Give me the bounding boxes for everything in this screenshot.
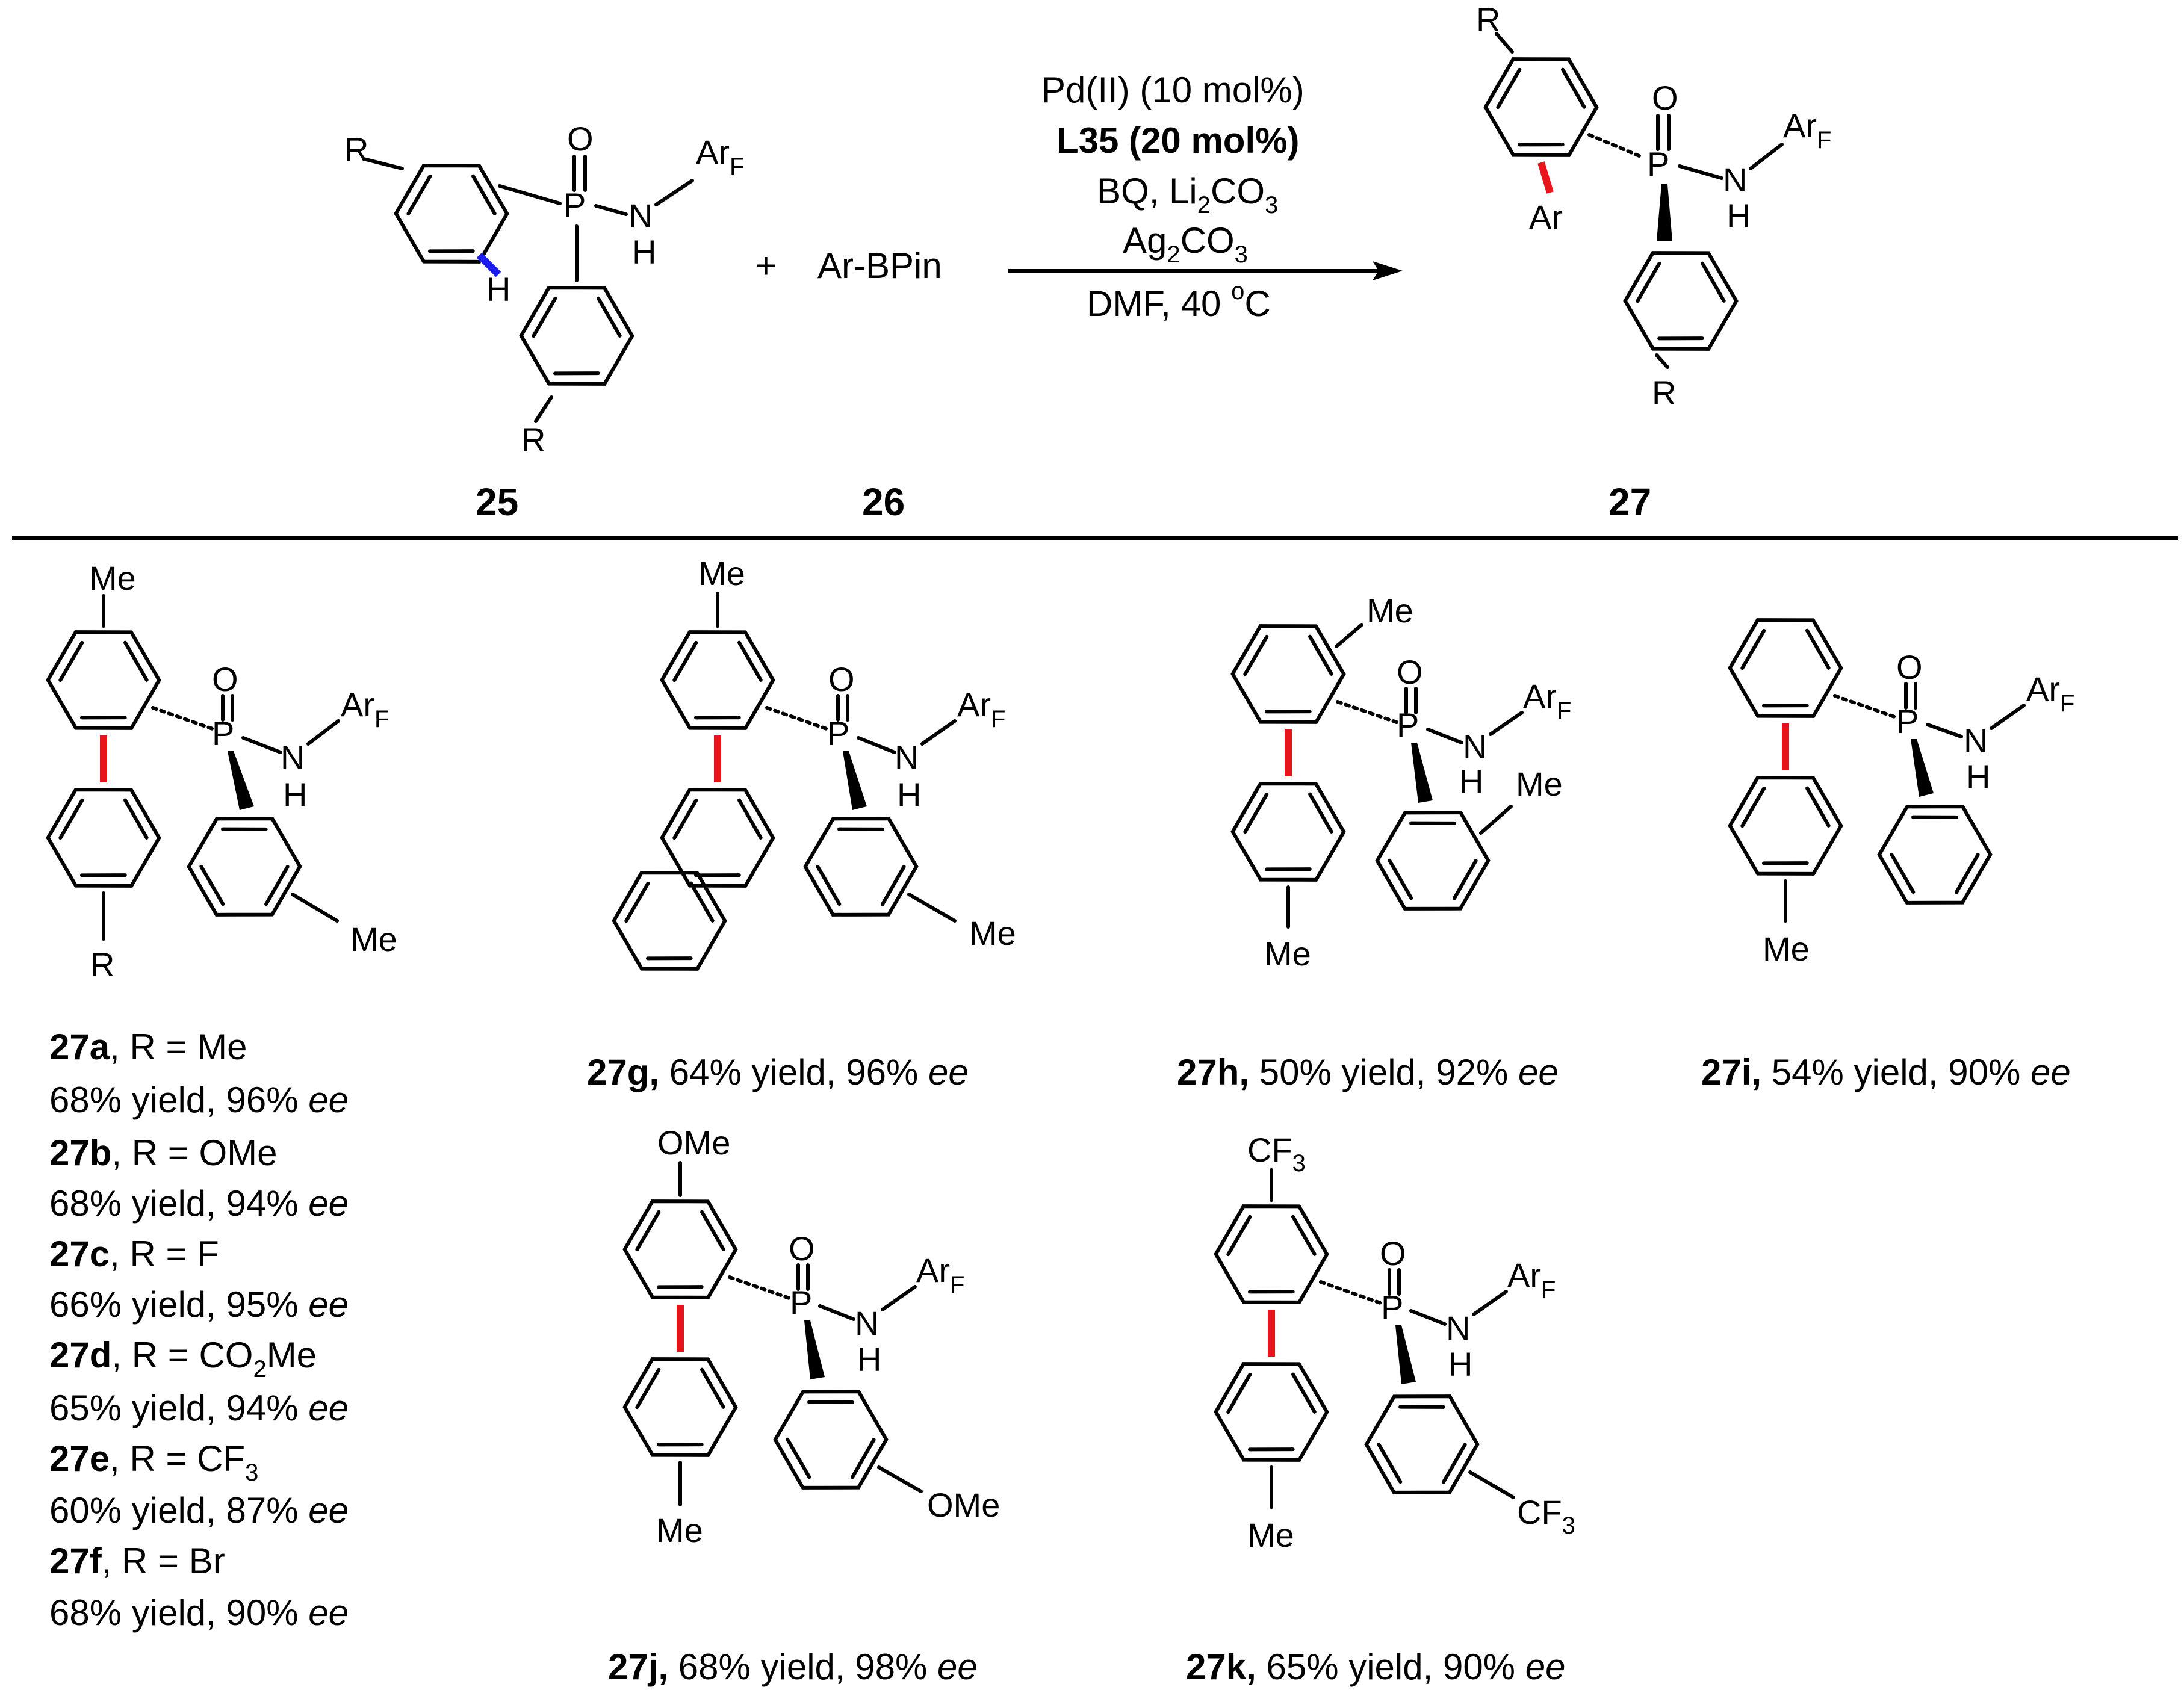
p-label: P	[563, 186, 586, 224]
svg-text:27d, R = CO2Me: 27d, R = CO2Me	[49, 1335, 317, 1382]
svg-text:CF3: CF3	[1517, 1493, 1575, 1539]
svg-text:O: O	[828, 660, 855, 698]
svg-text:O: O	[1896, 648, 1923, 686]
svg-text:O: O	[1380, 1234, 1406, 1272]
structure-27g: Me P O N H ArF Me	[600, 554, 1016, 993]
svg-text:H: H	[1966, 758, 1990, 796]
svg-text:27f, R = Br: 27f, R = Br	[49, 1541, 225, 1581]
svg-text:Ag2CO3: Ag2CO3	[1123, 220, 1248, 268]
svg-text:ArF: ArF	[916, 1251, 964, 1298]
n-label: N	[628, 197, 653, 235]
svg-text:BQ, Li2CO3: BQ, Li2CO3	[1097, 171, 1278, 218]
svg-text:R: R	[90, 945, 114, 983]
svg-text:27e, R = CF3: 27e, R = CF3	[49, 1438, 258, 1486]
structure-27a-f: Me R P O N H ArF Me	[34, 559, 397, 983]
svg-text:P: P	[1647, 145, 1669, 183]
svg-text:H: H	[1459, 763, 1483, 800]
svg-text:ArF: ArF	[696, 133, 744, 180]
svg-text:Me: Me	[1247, 1516, 1294, 1554]
svg-text:Me: Me	[1367, 592, 1413, 630]
svg-text:ArF: ArF	[1523, 677, 1571, 724]
svg-text:H: H	[857, 1340, 881, 1378]
product-27: R Ar P O N H ArF R 27	[1472, 1, 1831, 524]
svg-text:H: H	[283, 776, 307, 814]
conditions: Pd(II) (10 mol%) L35 (20 mol%) BQ, Li2CO…	[1008, 70, 1403, 324]
svg-text:27a, R = Me: 27a, R = Me	[49, 1027, 247, 1067]
arf-label: Ar	[696, 133, 730, 171]
caption-27a-f: 27a, R = Me 68% yield, 96% ee 27b, R = O…	[49, 1027, 349, 1633]
svg-text:Me: Me	[656, 1511, 703, 1549]
svg-text:Me: Me	[1516, 765, 1563, 803]
svg-text:R: R	[1652, 374, 1676, 412]
h-label: H	[486, 270, 510, 308]
svg-text:N: N	[281, 738, 305, 776]
svg-text:66% yield, 95% ee: 66% yield, 95% ee	[49, 1284, 349, 1325]
reagent-arbpin: Ar-BPin	[817, 246, 942, 286]
r-label: R	[344, 131, 368, 169]
structure-27h: Me Me P O N H ArF Me	[1219, 592, 1571, 973]
plus-sign: +	[755, 246, 777, 286]
svg-text:65% yield, 94% ee: 65% yield, 94% ee	[49, 1388, 349, 1428]
caption-27g: 27g, 64% yield, 96% ee	[587, 1052, 969, 1092]
svg-text:H: H	[1726, 197, 1751, 235]
svg-text:ArF: ArF	[2026, 670, 2074, 717]
svg-text:ArF: ArF	[341, 686, 389, 732]
svg-text:CF3: CF3	[1247, 1131, 1306, 1177]
caption-27i: 27i, 54% yield, 90% ee	[1701, 1052, 2071, 1092]
svg-text:OMe: OMe	[927, 1486, 1000, 1524]
svg-text:68% yield, 96% ee: 68% yield, 96% ee	[49, 1080, 349, 1120]
svg-text:OMe: OMe	[657, 1124, 730, 1162]
structure-27j: OMe Me P O N H ArF OMe	[611, 1124, 1000, 1549]
svg-text:O: O	[789, 1230, 815, 1267]
o-label: O	[567, 120, 594, 158]
structure-27i: Me P O N H ArF	[1716, 596, 2074, 968]
svg-text:Ar: Ar	[1529, 198, 1563, 236]
compound-26: 26	[862, 480, 905, 524]
svg-text:Me: Me	[1264, 935, 1311, 973]
svg-text:N: N	[895, 738, 919, 776]
caption-27k: 27k, 65% yield, 90% ee	[1186, 1647, 1565, 1687]
svg-text:N: N	[1446, 1309, 1470, 1347]
svg-text:68% yield, 90% ee: 68% yield, 90% ee	[49, 1592, 349, 1633]
svg-text:27b, R = OMe: 27b, R = OMe	[49, 1133, 277, 1173]
r-label-2: R	[521, 421, 545, 459]
caption-27j: 27j, 68% yield, 98% ee	[608, 1647, 978, 1687]
svg-text:ArF: ArF	[957, 686, 1005, 732]
svg-text:Me: Me	[1763, 930, 1810, 968]
structure-27k: CF3 Me P O N H ArF CF3	[1202, 1131, 1575, 1554]
svg-text:68% yield, 94% ee: 68% yield, 94% ee	[49, 1183, 349, 1224]
cond-line1: Pd(II) (10 mol%)	[1041, 70, 1305, 110]
nh-label: H	[632, 233, 656, 271]
compound-25: 25	[476, 480, 518, 524]
svg-text:N: N	[855, 1304, 879, 1342]
svg-text:O: O	[1397, 653, 1423, 691]
svg-text:O: O	[1652, 79, 1678, 117]
svg-text:DMF, 40 oC: DMF, 40 oC	[1087, 278, 1271, 324]
svg-text:H: H	[1448, 1345, 1472, 1383]
svg-text:Me: Me	[969, 914, 1016, 952]
svg-text:60% yield, 87% ee: 60% yield, 87% ee	[49, 1490, 349, 1530]
reaction-arrow	[1373, 261, 1403, 280]
starting-material-25: R H P O N H ArF R 25	[344, 120, 744, 524]
cond-line2: L35 (20 mol%)	[1056, 120, 1299, 161]
svg-text:ArF: ArF	[1783, 107, 1831, 153]
compound-27: 27	[1609, 480, 1651, 524]
svg-text:27c, R = F: 27c, R = F	[49, 1234, 219, 1274]
svg-text:N: N	[1463, 728, 1487, 766]
caption-27h: 27h, 50% yield, 92% ee	[1177, 1052, 1559, 1092]
svg-text:O: O	[212, 660, 238, 698]
svg-text:N: N	[1723, 161, 1747, 199]
svg-text:H: H	[897, 776, 921, 814]
svg-text:ArF: ArF	[1507, 1256, 1556, 1303]
svg-text:N: N	[1964, 722, 1988, 760]
svg-text:Me: Me	[350, 920, 397, 958]
svg-text:Me: Me	[698, 554, 745, 592]
svg-text:Me: Me	[89, 559, 136, 597]
